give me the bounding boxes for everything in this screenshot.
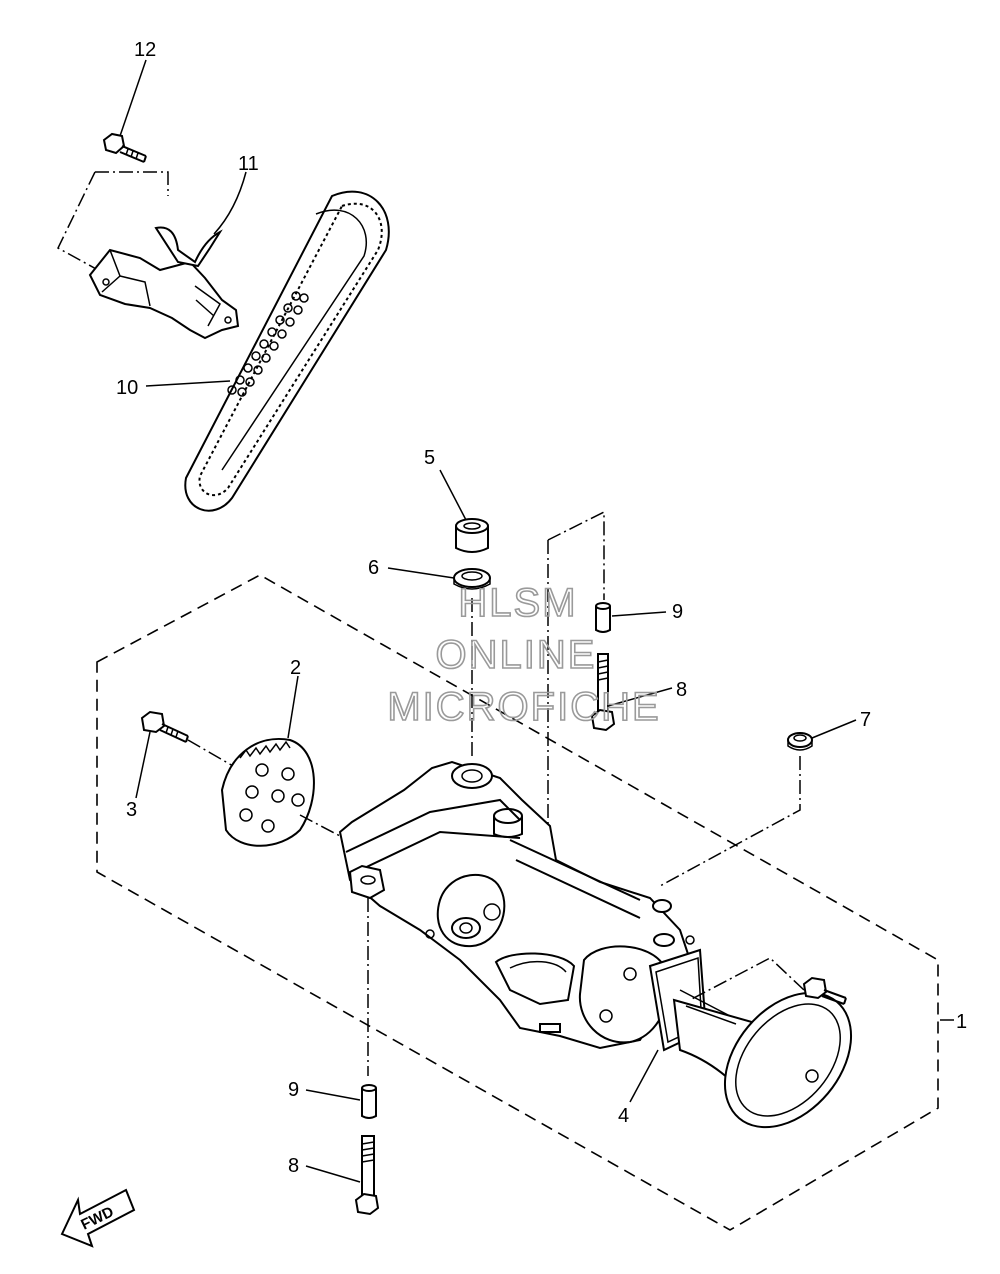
fwd-arrow-icon: FWD <box>60 1188 136 1248</box>
callout-9-upper: 9 <box>672 601 683 623</box>
callout-7: 7 <box>860 709 871 731</box>
leader-9b <box>305 1089 361 1101</box>
watermark: HLSM ONLINE MICROFICHE <box>387 580 660 730</box>
watermark-line-2: ONLINE <box>436 633 597 677</box>
watermark-line-3: MICROFICHE <box>387 685 660 729</box>
callout-1: 1 <box>956 1011 967 1033</box>
bolt-12 <box>102 132 147 163</box>
dowel-pin-9-upper <box>595 602 611 633</box>
oil-strainer-4 <box>648 948 853 1129</box>
callout-11: 11 <box>238 153 259 175</box>
leader-3 <box>135 731 151 799</box>
drive-chain-10 <box>184 190 390 512</box>
bolt-8-upper <box>590 653 616 732</box>
leader-5 <box>439 469 467 521</box>
callout-12: 12 <box>134 39 156 61</box>
assembly-outline <box>96 574 939 1231</box>
oil-pump-body <box>338 760 695 1050</box>
callout-2: 2 <box>290 657 301 679</box>
leader-4 <box>629 1049 659 1103</box>
strainer-screw <box>802 976 847 1005</box>
sprocket-2 <box>220 738 315 847</box>
callout-6: 6 <box>368 557 379 579</box>
bolt-8-lower <box>354 1135 380 1216</box>
leader-6 <box>387 567 455 579</box>
callout-8-lower: 8 <box>288 1155 299 1177</box>
leader-10 <box>145 380 231 387</box>
callout-3: 3 <box>126 799 137 821</box>
watermark-line-1: HLSM <box>458 581 577 625</box>
callout-9-lower: 9 <box>288 1079 299 1101</box>
chain-guide-11 <box>88 226 240 340</box>
leader-9a <box>611 611 667 617</box>
leader-8a <box>607 687 673 707</box>
leader-2 <box>287 675 299 739</box>
callout-8-upper: 8 <box>676 679 687 701</box>
leader-11 <box>213 171 247 235</box>
leader-12 <box>119 59 147 137</box>
callout-10: 10 <box>116 377 138 399</box>
dowel-pin-9-lower <box>361 1084 377 1119</box>
callout-4: 4 <box>618 1105 629 1127</box>
leader-7 <box>811 719 857 739</box>
leader-8b <box>305 1165 361 1183</box>
o-ring-7 <box>787 732 813 751</box>
bolt-3 <box>140 710 189 743</box>
collar-5 <box>455 518 489 553</box>
callout-5: 5 <box>424 447 435 469</box>
